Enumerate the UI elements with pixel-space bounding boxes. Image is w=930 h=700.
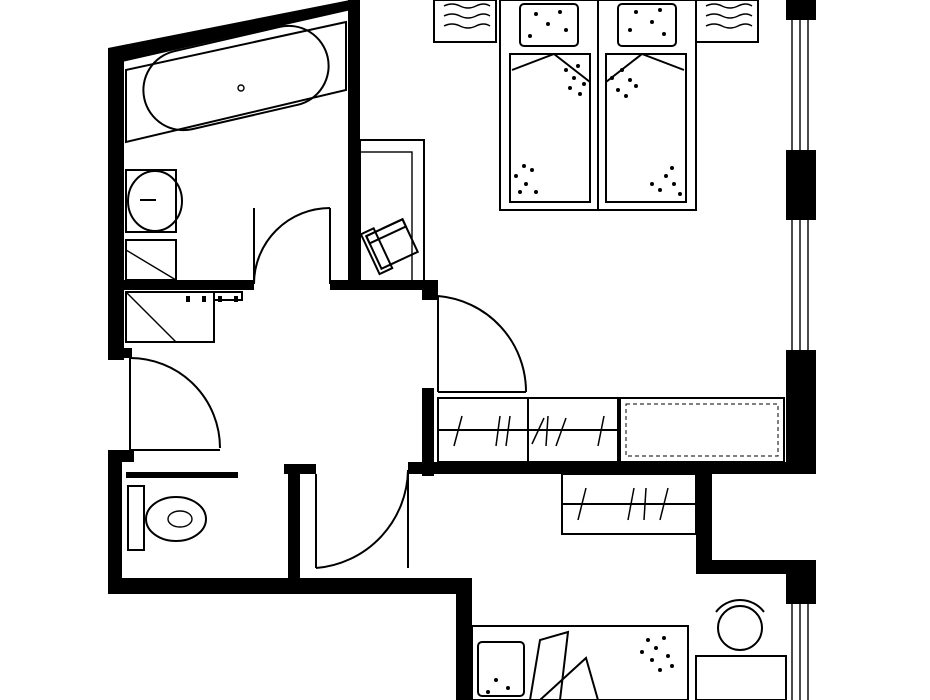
wall-left-lower [108, 450, 122, 588]
wall-toilet-top [126, 472, 238, 478]
wall-toilet-right-cap [284, 464, 316, 474]
bed-texture [514, 8, 682, 196]
toilet-icon [127, 485, 207, 551]
wall-bathroom-bottom [122, 280, 254, 290]
shower-icon [125, 239, 243, 343]
wardrobe-small-icon [561, 473, 697, 535]
washbasin-icon [125, 169, 183, 233]
wall-left-stub [108, 348, 132, 358]
radiator-icon [619, 397, 785, 463]
wall-right-return [696, 462, 816, 474]
doors [129, 207, 528, 569]
wall-right-bottom [786, 560, 816, 604]
wardrobe-icon [437, 397, 619, 463]
single-bed-icon [471, 625, 689, 700]
wall-left-lower-stub [108, 450, 134, 462]
toilet-room [127, 485, 207, 551]
bathroom [125, 20, 347, 343]
double-bed-icon [499, 0, 697, 211]
wall-toilet-right [288, 464, 300, 584]
nightstand-right-icon [695, 0, 759, 43]
wall-bottom [108, 578, 472, 594]
wall-wardrobe-bottom [408, 462, 704, 474]
desk [359, 139, 425, 287]
window-middle [791, 220, 809, 350]
wall-bathroom-top [108, 0, 360, 62]
nightstand-left-icon [433, 0, 497, 43]
desk-chair-icon [359, 217, 420, 276]
windows [791, 20, 809, 700]
walls [108, 0, 816, 700]
round-table-icon [695, 599, 787, 700]
wall-right-top [786, 0, 816, 20]
wall-right-step [696, 462, 712, 572]
wall-right-lower [786, 350, 816, 470]
door-master-bedroom [437, 295, 528, 393]
wall-right-pier [786, 150, 816, 220]
door-second-bedroom [315, 469, 409, 569]
window-lower [791, 604, 809, 700]
second-bedroom [471, 473, 787, 700]
wall-bottom-step [456, 578, 472, 700]
door-entrance [129, 357, 221, 451]
wall-left-upper [108, 48, 124, 360]
bathtub-icon [125, 20, 347, 144]
wall-bathroom-right [348, 0, 360, 286]
master-bedroom [433, 0, 785, 463]
wall-hall-jamb [422, 286, 438, 300]
window-upper [791, 20, 809, 150]
wall-hall-mid [422, 388, 434, 476]
door-bathroom [253, 207, 331, 285]
